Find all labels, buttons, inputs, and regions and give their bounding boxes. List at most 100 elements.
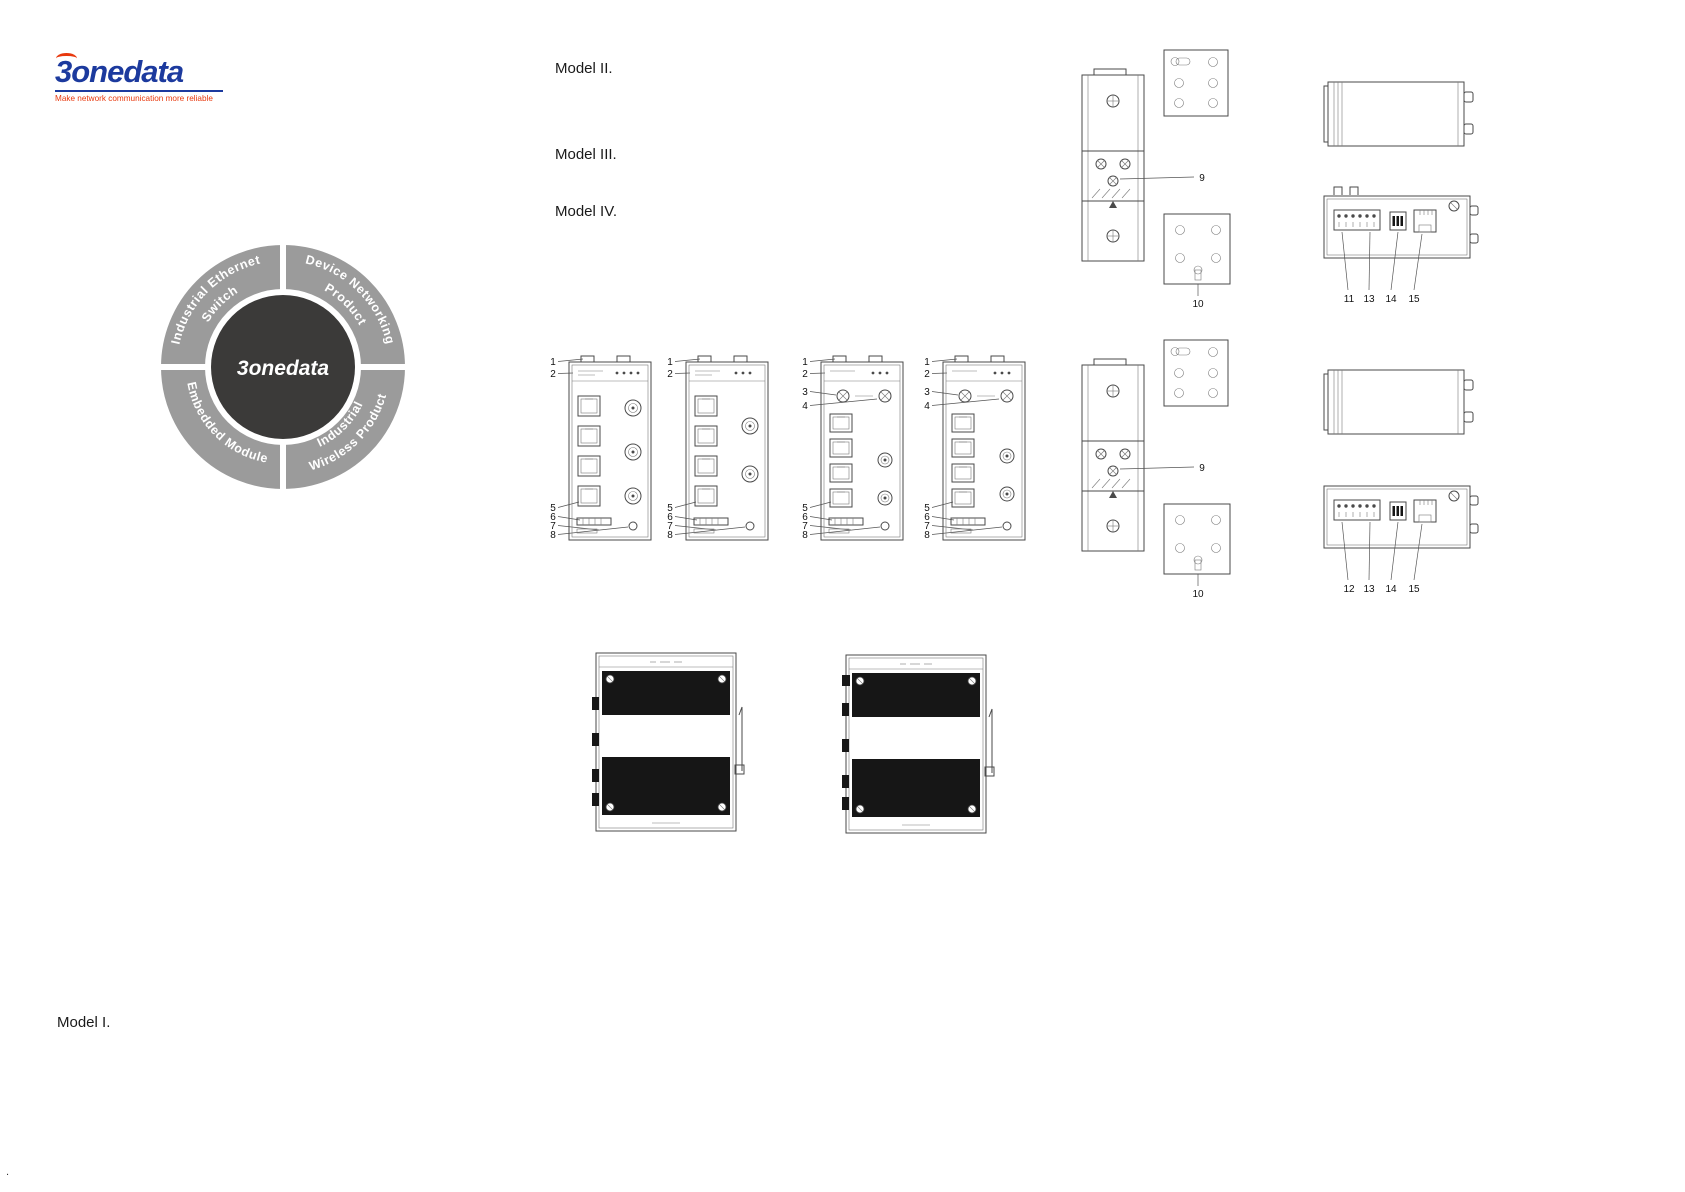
rear-view-2	[1323, 369, 1474, 435]
callout-1: 1	[550, 357, 556, 368]
callout-6: 6	[802, 512, 808, 523]
corner-screws	[855, 676, 977, 814]
chassis	[942, 355, 1026, 541]
side-mount-view-2: 9 10	[1081, 339, 1231, 600]
panel-view-2	[842, 654, 995, 834]
callout-9: 9	[1119, 463, 1205, 474]
label-model-iv: Model IV.	[555, 203, 617, 220]
callout-12-label: 12	[1343, 584, 1355, 595]
mount-knob	[1463, 379, 1474, 391]
label-model-i: Model I.	[57, 1014, 111, 1031]
callouts: 1 2 5 6 7 8	[667, 357, 746, 541]
mount-knob	[1463, 91, 1474, 103]
ground-terminals	[1333, 186, 1359, 195]
reset-button	[1448, 490, 1460, 502]
panel-dark-band-top	[602, 671, 730, 715]
device-side-profile	[1081, 68, 1145, 262]
status-leds	[578, 370, 640, 376]
callouts: 1 2 3 4 5 6 7 8	[924, 357, 1003, 541]
callout-3: 3	[802, 387, 808, 398]
console-port	[1413, 209, 1437, 233]
power-terminal-block	[1333, 499, 1381, 521]
callout-1: 1	[924, 357, 930, 368]
din-bracket-plate-bottom	[1163, 503, 1231, 575]
callout-8: 8	[924, 530, 930, 541]
brand-tagline: Make network communication more reliable	[55, 93, 213, 103]
status-leds	[695, 370, 752, 376]
din-clip-lever	[984, 708, 995, 777]
callout-15-label: 15	[1408, 584, 1420, 595]
rj45-ports	[694, 395, 718, 507]
badge-dividers	[160, 244, 406, 490]
callout-2: 2	[802, 369, 808, 380]
chassis	[820, 355, 904, 541]
din-bracket-plate-bottom	[1163, 213, 1231, 285]
brand-wordmark: 3onedata	[55, 54, 184, 89]
callouts: 12 13 14 15	[1341, 521, 1423, 595]
callout-7: 7	[802, 521, 808, 532]
front-view-switch-3: 1 2 3 4 5 6 7 8	[802, 355, 904, 541]
fiber-connectors	[624, 399, 642, 505]
callout-8: 8	[667, 530, 673, 541]
callout-9: 9	[1119, 173, 1205, 184]
bottom-terminal	[576, 517, 638, 534]
panel-dark-band-top	[852, 673, 980, 717]
callout-7: 7	[667, 521, 673, 532]
status-leds	[830, 370, 889, 375]
dip-switch	[1389, 501, 1407, 521]
page-stray-mark: .	[6, 1166, 10, 1178]
callouts: 1 2 5 6 7 8	[550, 357, 629, 541]
mount-knob	[1469, 205, 1479, 216]
front-view-switch-1: 1 2 5 6 7 8	[550, 355, 652, 541]
reset-button	[1448, 200, 1460, 212]
callout-10: 10	[1192, 574, 1204, 600]
din-clip-lever	[734, 706, 745, 775]
callout-3: 3	[924, 387, 930, 398]
adjust-knobs	[836, 389, 892, 403]
mount-knob	[1463, 411, 1474, 423]
callout-2: 2	[667, 369, 673, 380]
din-bracket-plate-top	[1163, 49, 1229, 117]
callout-6: 6	[550, 512, 556, 523]
rj45-ports	[829, 413, 853, 508]
fiber-connectors	[741, 417, 759, 483]
console-port	[1413, 499, 1437, 523]
callout-4: 4	[802, 401, 808, 412]
callout-4: 4	[924, 401, 930, 412]
callout-14-label: 14	[1385, 584, 1397, 595]
mount-knob	[1469, 495, 1479, 506]
badge-center-text: 3onedata	[237, 357, 330, 380]
corner-screws	[605, 674, 727, 812]
callout-10-label: 10	[1192, 299, 1204, 310]
bottom-terminal	[828, 517, 890, 534]
din-bracket-plate-top	[1163, 339, 1229, 407]
top-view-2: 12 13 14 15	[1323, 485, 1479, 595]
callout-13-label: 13	[1363, 294, 1375, 305]
callout-10: 10	[1192, 284, 1204, 310]
brand-underline	[55, 89, 223, 92]
fiber-connectors	[877, 452, 893, 506]
rear-view-1	[1323, 81, 1474, 147]
bottom-terminal	[693, 517, 755, 534]
status-leds	[952, 370, 1011, 375]
panel-view-1	[592, 652, 745, 832]
callout-5: 5	[924, 503, 930, 514]
panel-dark-band-bottom	[852, 759, 980, 817]
adjust-knobs	[958, 389, 1014, 403]
chassis	[685, 355, 769, 541]
callout-8: 8	[550, 530, 556, 541]
rj45-ports	[577, 395, 601, 507]
callout-5: 5	[667, 503, 673, 514]
rj45-ports	[951, 413, 975, 508]
callout-10-label: 10	[1192, 589, 1204, 600]
power-terminal-block	[1333, 209, 1381, 231]
callout-5: 5	[550, 503, 556, 514]
label-model-iii: Model III.	[555, 146, 617, 163]
callout-2: 2	[550, 369, 556, 380]
bottom-terminal	[950, 517, 1012, 534]
side-mount-view-1: 9 10	[1081, 49, 1231, 310]
callout-6: 6	[924, 512, 930, 523]
side-nub	[842, 675, 850, 686]
callout-11-label: 11	[1344, 294, 1355, 305]
mount-knob	[1463, 123, 1474, 135]
